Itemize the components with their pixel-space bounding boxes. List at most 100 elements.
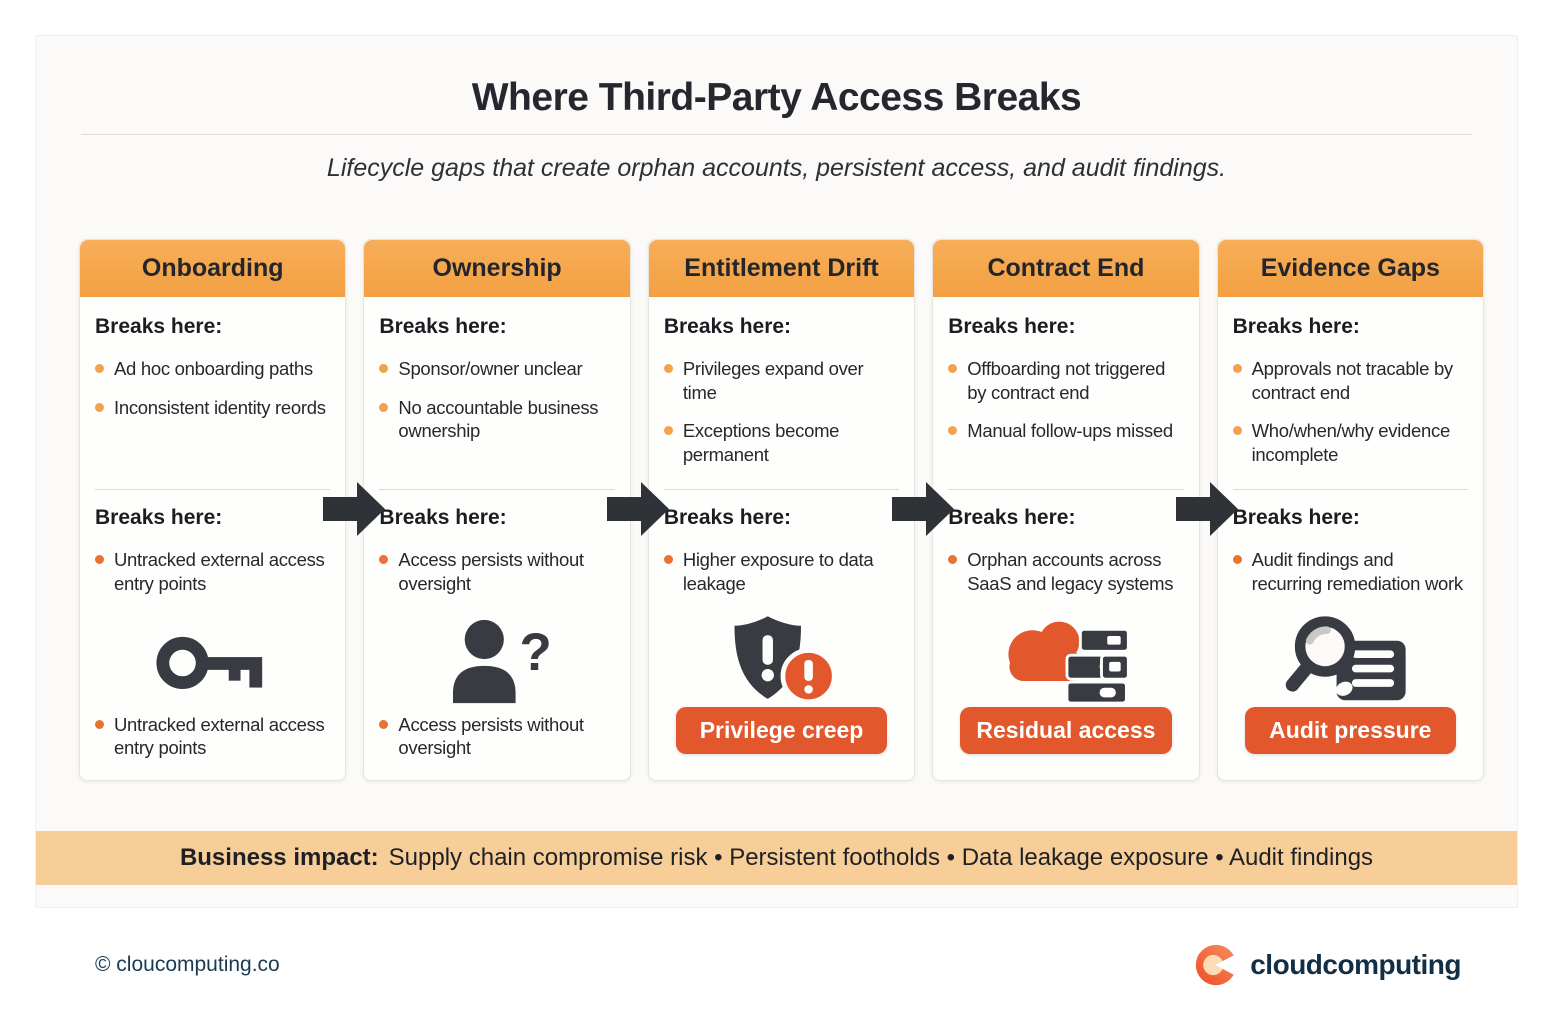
breaks-here-heading: Breaks here: [95, 506, 223, 529]
bullet-text: Higher exposure to data leakage [682, 549, 874, 594]
list-item: Inconsistent identity reords [95, 396, 330, 420]
bullet-dot [379, 719, 389, 729]
privilege-creep-badge: Privilege creep [675, 707, 888, 754]
list-item: Orphan accounts across SaaS and legacy s… [948, 548, 1183, 595]
bullet-list: Sponsor/owner unclear No accountable bus… [379, 357, 614, 443]
card-onboarding: Onboarding Breaks here: Ad hoc onboardin… [79, 239, 347, 781]
bullet-dot [95, 555, 104, 564]
card-evidence-gaps-header: Evidence Gaps [1217, 240, 1484, 297]
bullet-list: Access persists without oversight [379, 713, 614, 760]
card-contract-end-header: Contract End [933, 240, 1199, 297]
cloudcomputing-logo-icon [1196, 944, 1239, 986]
list-item: Higher exposure to data leakage [663, 548, 899, 595]
card-onboarding-header: Onboarding [80, 240, 346, 297]
bullet-dot [663, 364, 673, 373]
bullet-text: Ad hoc onboarding paths [114, 358, 313, 379]
list-item: Privileges expand over time [663, 357, 899, 404]
bullet-text: Untracked external access entry points [114, 549, 325, 594]
bullet-text: Orphan accounts across SaaS and legacy s… [967, 549, 1174, 594]
card-evidence-gaps-bottom-section: Breaks here: Audit findings and recurrin… [1218, 490, 1483, 780]
audit-pressure-badge: Audit pressure [1244, 707, 1457, 754]
bullet-dot [1232, 555, 1242, 564]
card-contract-end-body: Breaks here: Offboarding not triggered b… [933, 297, 1198, 780]
card-ownership-header: Ownership [364, 240, 630, 297]
bullet-text: Who/when/why evidence incomplete [1251, 420, 1451, 466]
bullet-dot [379, 364, 389, 373]
residual-access-badge: Residual access [960, 707, 1172, 754]
card-entitlement-drift-top-section: Breaks here: Privileges expand over time… [649, 297, 914, 489]
card-evidence-gaps: Evidence Gaps Breaks here: Approvals not… [1216, 239, 1485, 781]
bullet-list: Approvals not tracable by contract end W… [1232, 357, 1468, 467]
key-icon [95, 610, 330, 712]
svg-text:?: ? [520, 622, 552, 681]
breaks-here-heading: Breaks here: [1232, 506, 1360, 529]
list-item: Who/when/why evidence incomplete [1232, 419, 1468, 466]
card-entitlement-drift-body: Breaks here: Privileges expand over time… [649, 297, 914, 780]
copyright-text: © cloucomputing.co [95, 953, 280, 976]
card-onboarding-body: Breaks here: Ad hoc onboarding paths Inc… [80, 297, 345, 780]
bullet-dot [95, 719, 104, 729]
card-onboarding-bottom-section: Breaks here: Untracked external access e… [80, 490, 345, 780]
card-ownership: Ownership Breaks here: Sponsor/owner unc… [363, 239, 631, 781]
flow-arrow-icon [607, 482, 669, 536]
list-item: Manual follow-ups missed [948, 419, 1183, 443]
bullet-dot [95, 364, 104, 373]
bullet-list: Access persists without oversight [379, 548, 614, 610]
card-ownership-top-section: Breaks here: Sponsor/owner unclear No ac… [364, 297, 629, 489]
bullet-dot [379, 402, 389, 412]
footer: © cloucomputing.co cloudcomputing [95, 933, 1461, 997]
list-item: Untracked external access entry points [95, 548, 330, 595]
list-item: No accountable business ownership [379, 396, 614, 443]
breaks-here-heading: Breaks here: [95, 315, 223, 338]
bullet-dot [948, 426, 958, 436]
card-contract-end-bottom-section: Breaks here: Orphan accounts across SaaS… [933, 490, 1198, 780]
card-ownership-bottom-section: Breaks here: Access persists without ove… [364, 490, 629, 780]
cloud-servers-icon [948, 610, 1183, 707]
breaks-here-heading: Breaks here: [948, 315, 1076, 338]
bullet-text: Inconsistent identity reords [114, 396, 326, 418]
bullet-dot [379, 555, 389, 564]
bullet-dot [95, 402, 104, 412]
person-question-icon: ? [379, 610, 614, 712]
bullet-dot [1232, 426, 1242, 436]
list-item: Sponsor/owner unclear [379, 357, 614, 381]
bullet-list: Orphan accounts across SaaS and legacy s… [948, 548, 1183, 610]
card-divider [948, 489, 1184, 490]
bullet-dot [948, 555, 958, 564]
list-item: Access persists without oversight [379, 713, 614, 760]
business-impact-banner: Business impact: Supply chain compromise… [36, 831, 1517, 885]
card-evidence-gaps-top-section: Breaks here: Approvals not tracable by c… [1218, 297, 1483, 489]
list-item: Ad hoc onboarding paths [95, 357, 330, 381]
banner-label: Business impact: [179, 844, 379, 871]
bullet-list: Ad hoc onboarding paths Inconsistent ide… [95, 357, 330, 419]
card-ownership-body: Breaks here: Sponsor/owner unclear No ac… [364, 297, 629, 780]
page-subtitle: Lifecycle gaps that create orphan accoun… [326, 154, 1227, 182]
bullet-list: Untracked external access entry points [95, 548, 330, 610]
title-divider [81, 134, 1472, 135]
card-entitlement-drift-bottom-section: Breaks here: Higher exposure to data lea… [649, 490, 914, 780]
card-contract-end: Contract End Breaks here: Offboarding no… [932, 239, 1200, 781]
bullet-text: Approvals not tracable by contract end [1251, 358, 1454, 403]
card-evidence-gaps-body: Breaks here: Approvals not tracable by c… [1218, 297, 1483, 780]
bullet-dot [663, 555, 673, 564]
breaks-here-heading: Breaks here: [948, 506, 1076, 529]
list-item: Access persists without oversight [379, 548, 614, 595]
bullet-dot [663, 426, 673, 436]
flow-arrow-icon [892, 482, 954, 536]
card-divider [663, 489, 900, 490]
content-panel: Where Third-Party Access Breaks Lifecycl… [35, 35, 1518, 908]
bullet-text: Exceptions become permanent [682, 420, 840, 466]
breaks-here-heading: Breaks here: [663, 506, 792, 529]
breaks-here-heading: Breaks here: [663, 315, 792, 338]
bullet-text: Audit findings and recurring remediation… [1251, 549, 1464, 594]
bullet-text: Access persists without oversight [398, 549, 584, 594]
card-entitlement-drift-header: Entitlement Drift [648, 240, 915, 297]
breaks-here-heading: Breaks here: [379, 315, 507, 338]
bullet-list: Offboarding not triggered by contract en… [948, 357, 1183, 443]
card-entitlement-drift: Entitlement Drift Breaks here: Privilege… [647, 239, 916, 781]
brand-logo: cloudcomputing [1194, 943, 1461, 987]
shield-alert-icon [664, 610, 899, 707]
bullet-list: Audit findings and recurring remediation… [1232, 548, 1468, 610]
columns-row: Onboarding Breaks here: Ad hoc onboardin… [79, 239, 1485, 781]
